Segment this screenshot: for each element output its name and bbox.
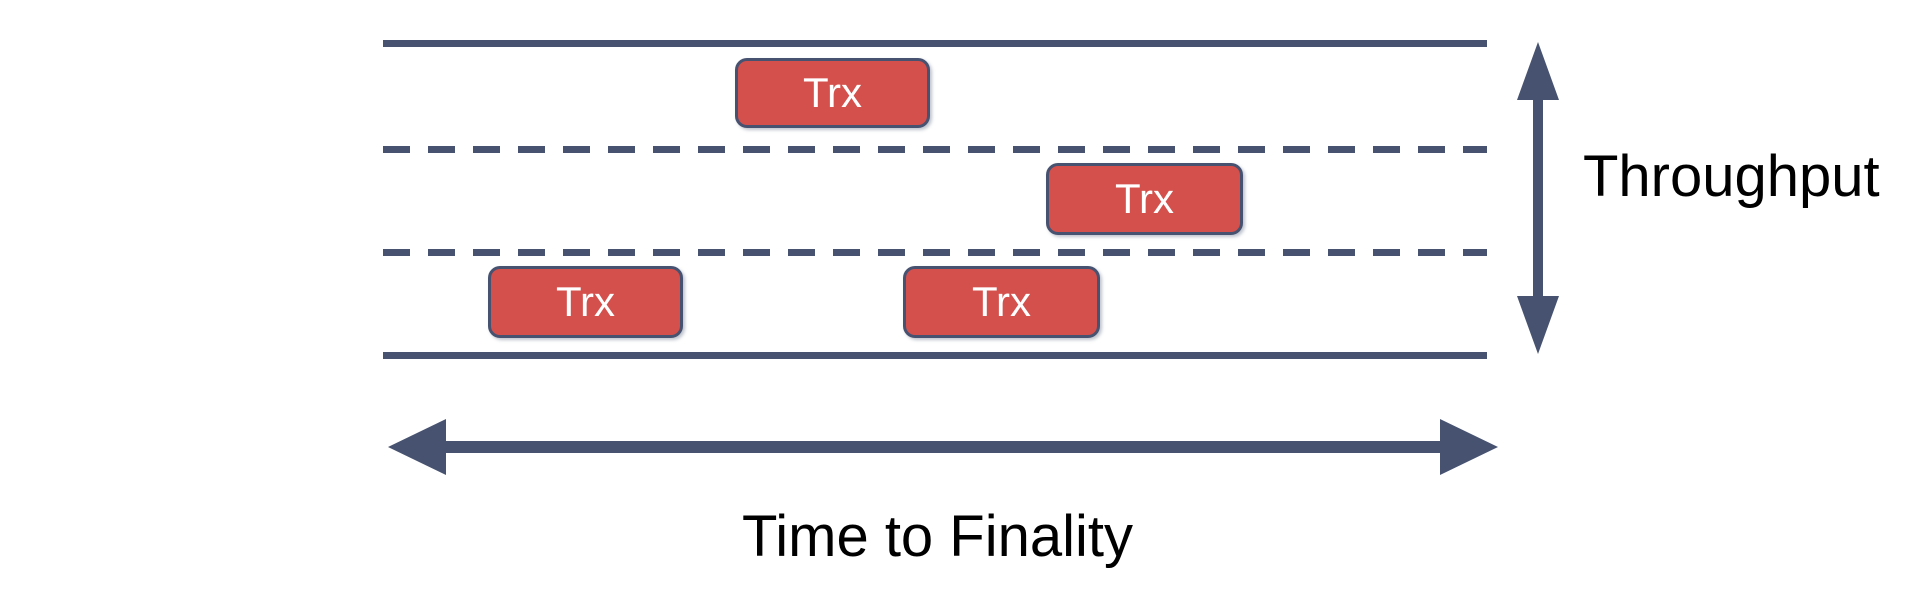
throughput-axis-label: Throughput [1583, 144, 1880, 209]
transaction-label: Trx [802, 69, 863, 116]
transaction-box[interactable]: Trx [1046, 163, 1243, 235]
throughput-arrow-icon [1517, 42, 1559, 354]
transaction-box[interactable]: Trx [735, 58, 930, 128]
lane-divider-line-1 [383, 146, 1487, 153]
lane-top-line [383, 40, 1487, 47]
time-to-finality-axis-label: Time to Finality [741, 504, 1134, 569]
transaction-label: Trx [1114, 175, 1175, 222]
transaction-box[interactable]: Trx [488, 266, 683, 338]
transaction-label: Trx [555, 278, 616, 325]
transaction-box[interactable]: Trx [903, 266, 1100, 338]
transaction-label: Trx [971, 278, 1032, 325]
lane-divider-line-2 [383, 249, 1487, 256]
lane-bottom-line [383, 352, 1487, 359]
time-to-finality-arrow-icon [388, 419, 1498, 475]
